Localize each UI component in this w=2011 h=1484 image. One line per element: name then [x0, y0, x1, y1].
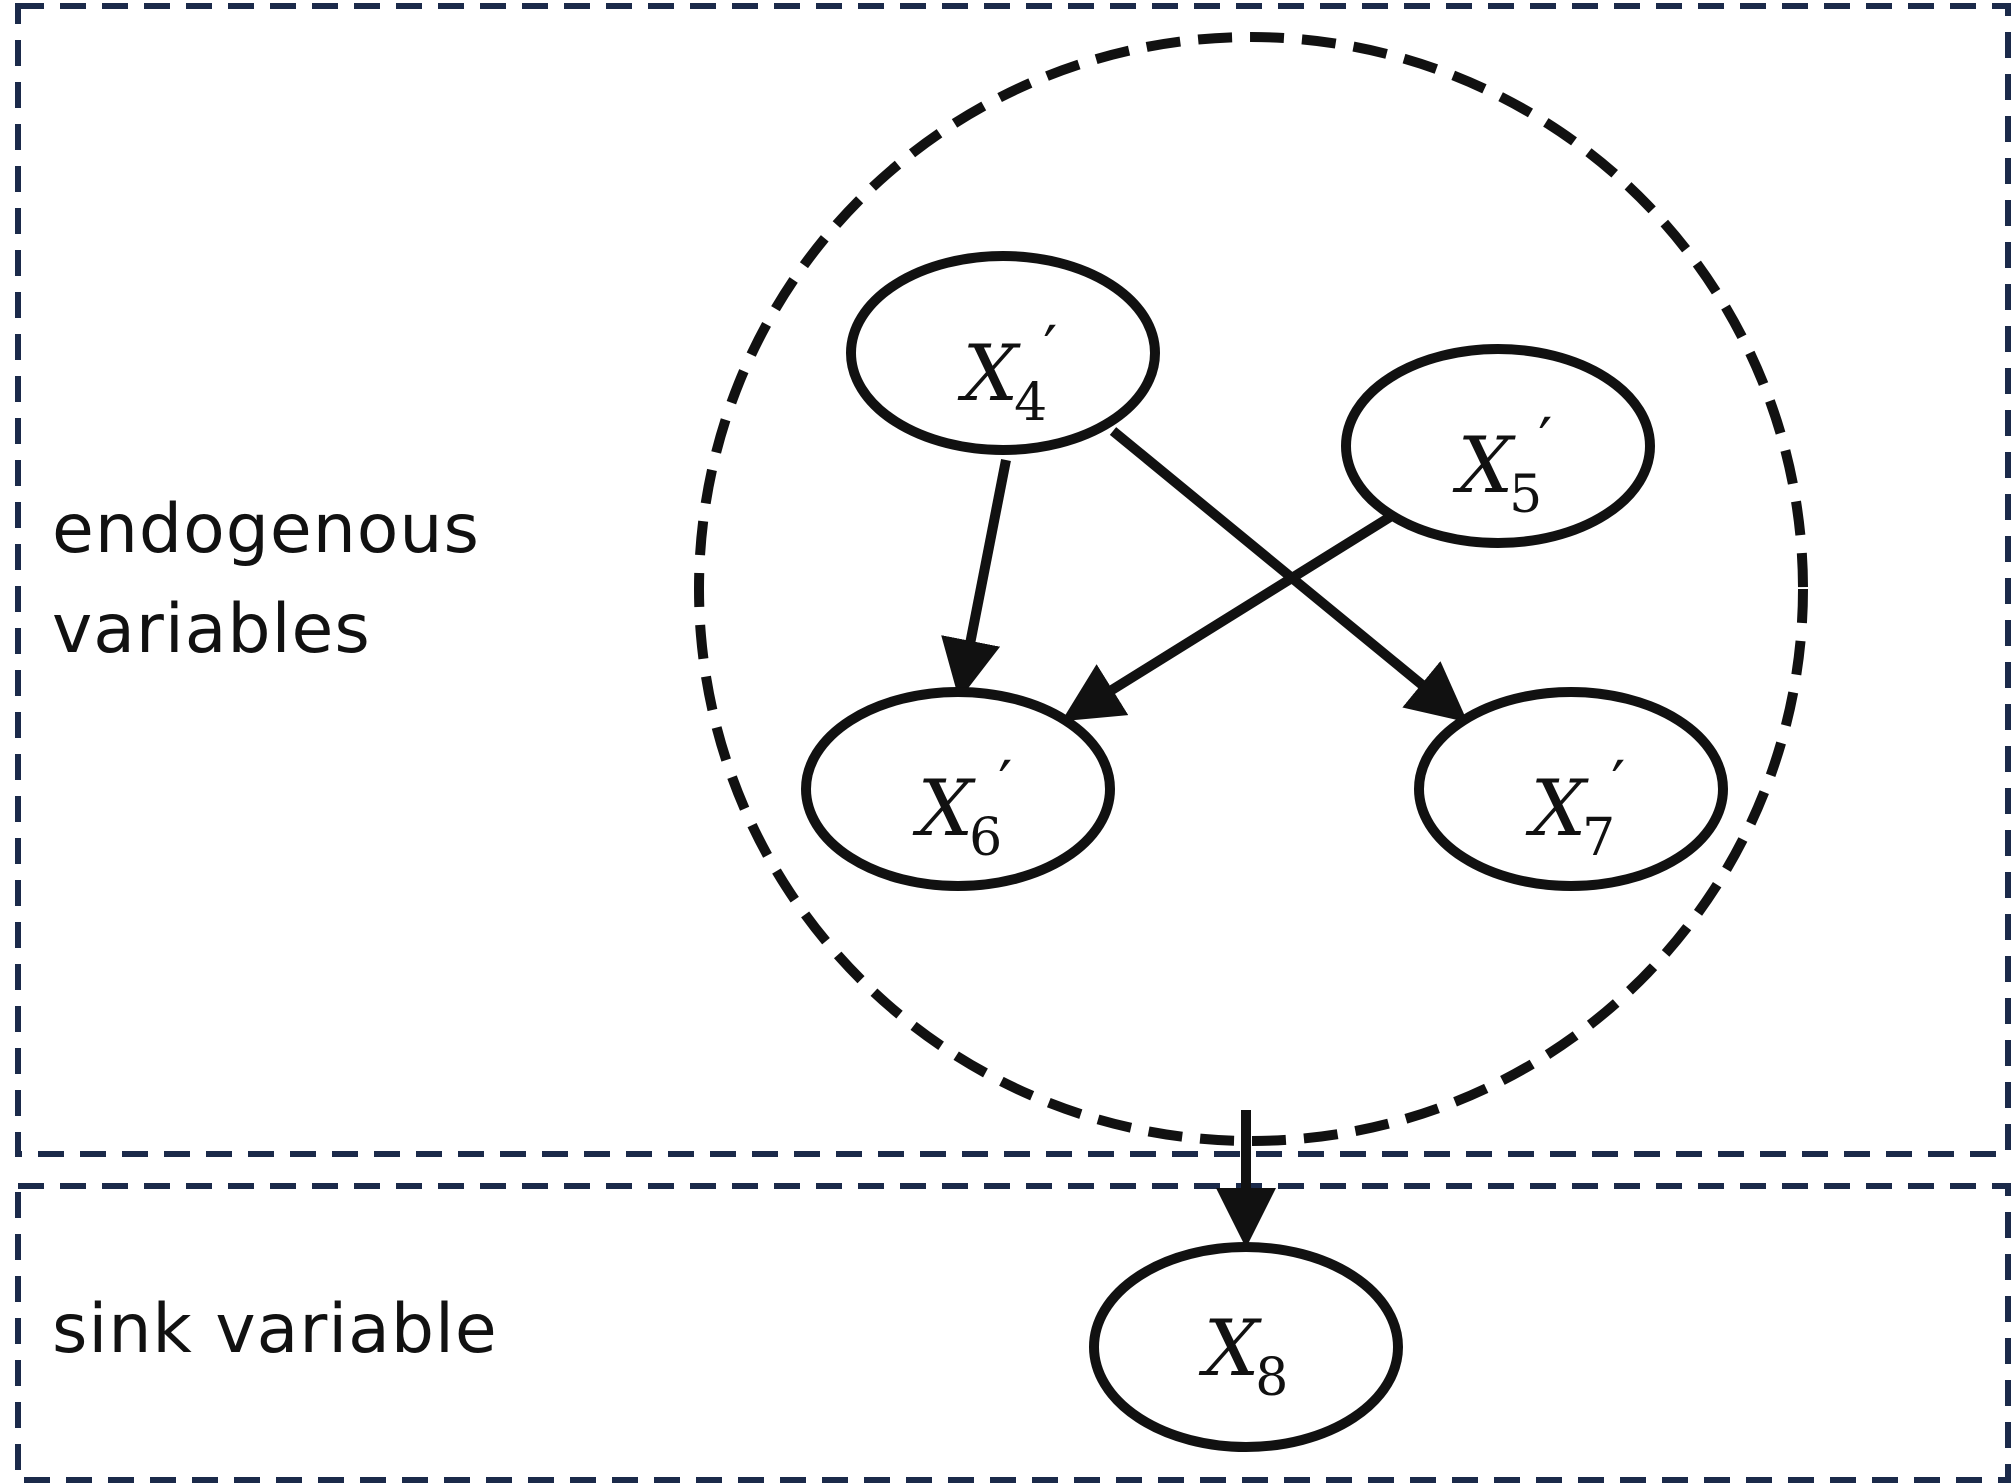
edge-x4-to-x7: [1109, 427, 1468, 723]
node-x4-var: X: [962, 329, 1019, 419]
node-x4-label: X4′: [860, 318, 1160, 430]
node-x8-label: X8: [1096, 1310, 1396, 1404]
node-x7-var: X: [1530, 764, 1587, 854]
node-x5-prime: ′: [1538, 404, 1553, 477]
node-x7: [1414, 687, 1728, 891]
node-x8-var: X: [1203, 1304, 1260, 1394]
node-x5-var: X: [1457, 421, 1514, 511]
node-x6-label: X6′: [815, 753, 1115, 865]
endogenous-variables-label: endogenous variables: [52, 480, 480, 680]
node-x4-sub: 4: [1014, 373, 1048, 433]
node-x7-sub: 7: [1582, 808, 1616, 868]
node-x5-label: X5′: [1355, 410, 1655, 522]
sink-region-box: [15, 1183, 2011, 1483]
node-x5-sub: 5: [1509, 465, 1543, 525]
node-x4: [846, 251, 1160, 455]
endogenous-label-line2: variables: [52, 590, 371, 669]
node-x6: [801, 687, 1115, 891]
node-x6-prime: ′: [998, 747, 1013, 820]
node-x7-label: X7′: [1428, 753, 1728, 865]
endogenous-region-box: [15, 3, 2011, 1157]
node-x7-prime: ′: [1611, 747, 1626, 820]
node-x4-prime: ′: [1043, 312, 1058, 385]
node-x6-sub: 6: [969, 808, 1003, 868]
node-x5: [1341, 344, 1655, 548]
node-x8-sub: 8: [1255, 1348, 1289, 1408]
edge-x4-to-x6: [941, 459, 1011, 700]
node-x8: [1089, 1242, 1403, 1452]
endogenous-label-line1: endogenous: [52, 490, 480, 569]
node-x6-var: X: [917, 764, 974, 854]
endogenous-group-circle: [694, 32, 1808, 1146]
sink-variable-label: sink variable: [52, 1290, 498, 1369]
edge-x5-to-x6: [1061, 512, 1393, 722]
